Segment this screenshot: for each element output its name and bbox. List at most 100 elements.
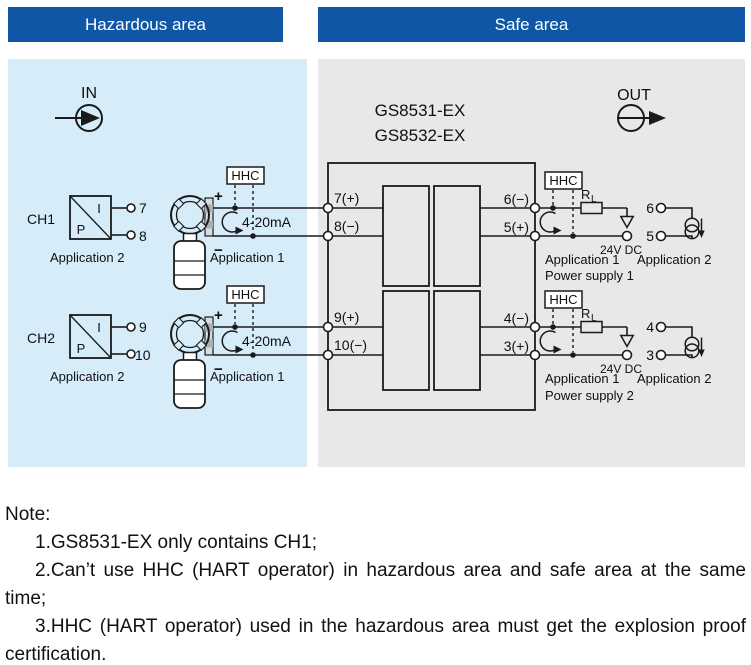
terminal-circle-7 [126, 203, 136, 213]
application1-label: Application 1 [545, 252, 619, 267]
note-title: Note: [5, 504, 51, 525]
junction-dot [232, 205, 238, 211]
terminal-label-in-bottom-ch2: 10(−) [334, 337, 367, 353]
terminal-label-out-bottom-ch1: 5(+) [504, 219, 529, 235]
resistor-label-sub: L [591, 313, 597, 324]
hhc-label: HHC [549, 173, 577, 188]
output-terminal-circle-3 [655, 349, 667, 361]
hazardous-area-panel [8, 59, 307, 467]
hhc-box: HHC [544, 171, 583, 190]
supply-voltage-label: 24V DC [600, 243, 642, 257]
note-item-2: 2.Can’t use HHC (HART operator) in hazar… [5, 560, 746, 609]
ch1-pi-terminal-wires [111, 207, 127, 236]
hhc-box: HHC [226, 166, 265, 185]
supply-terminal-circle [621, 230, 633, 242]
junction-dot [570, 352, 576, 358]
safe-area-label: Safe area [494, 14, 569, 34]
junction-dot [550, 205, 556, 211]
ch1-loop-wires [213, 207, 328, 237]
ch1-hazardous-circuit: CH1 I P 7 8 Application 2 [27, 166, 328, 290]
current-source-icon [684, 336, 705, 359]
hazardous-area-header: Hazardous area [8, 7, 283, 42]
terminal-circle-9plus [322, 321, 334, 333]
terminal-circle-7plus [322, 202, 334, 214]
loop-current-arrow-icon [221, 330, 244, 354]
output-terminal-circle-5 [655, 230, 667, 242]
ch1-safe-circuit: HHC R L 24V DC 6 5 [539, 171, 711, 283]
loop-range-label: 4-20mA [242, 214, 292, 230]
junction-dot [570, 233, 576, 239]
safe-area-panel [318, 59, 745, 467]
load-resistor-icon: R L [580, 187, 603, 215]
note-section: Note: 1.GS8531-EX only contains CH1; 2.C… [5, 501, 746, 665]
junction-dot [232, 324, 238, 330]
terminal-label-out-top-ch2: 4(−) [504, 310, 529, 326]
application1-label: Application 1 [210, 369, 284, 384]
note-item-3: 3.HHC (HART operator) used in the hazard… [5, 616, 746, 665]
terminal-label-in-bottom-ch1: 8(−) [334, 218, 359, 234]
terminal-circle-8 [126, 230, 136, 240]
receiver-wires [665, 207, 693, 239]
resistor-label: R [581, 306, 590, 321]
output-terminal-3-label: 3 [646, 347, 654, 363]
pi-i-label: I [97, 320, 101, 335]
terminal-label-in-top-ch1: 7(+) [334, 190, 359, 206]
ch2-loop-wires [213, 326, 328, 356]
load-resistor-icon: R L [580, 306, 603, 334]
terminal-9-label: 9 [139, 319, 147, 335]
plus-label: + [214, 307, 223, 324]
output-terminal-5-label: 5 [646, 228, 654, 244]
junction-dot [250, 352, 256, 358]
resistor-label-sub: L [591, 194, 597, 205]
ch1-label: CH1 [27, 211, 55, 227]
supply-terminal-circle [621, 349, 633, 361]
application2-label: Application 2 [637, 252, 711, 267]
hazardous-area-label: Hazardous area [85, 14, 206, 34]
junction-dot [250, 233, 256, 239]
out-flow-icon [617, 104, 666, 132]
in-label: IN [81, 85, 97, 102]
ch2-hazardous-circuit: CH2 I P 9 10 Application 2 [27, 285, 328, 409]
terminal-circle-5plus [529, 230, 541, 242]
terminal-8-label: 8 [139, 228, 147, 244]
isolator-housing [327, 162, 536, 411]
hhc-label: HHC [549, 292, 577, 307]
terminal-10-label: 10 [135, 347, 151, 363]
ground-arrow-icon [619, 334, 635, 349]
terminal-circle-3plus [529, 349, 541, 361]
pi-p-label: P [77, 222, 86, 237]
power-supply-1-label: Power supply 1 [545, 268, 634, 283]
application2-label: Application 2 [50, 250, 124, 265]
isolator-device: GS8531-EX GS8532-EX [322, 101, 541, 411]
isolator-internal-wires [328, 207, 535, 356]
output-terminal-circle-4 [655, 321, 667, 333]
terminal-7-label: 7 [139, 200, 147, 216]
power-supply-2-label: Power supply 2 [545, 388, 634, 403]
note-item-1: 1.GS8531-EX only contains CH1; [35, 532, 317, 553]
hhc-box: HHC [226, 285, 265, 304]
plus-label: + [214, 188, 223, 205]
output-terminal-circle-6 [655, 202, 667, 214]
terminal-circle-8minus [322, 230, 334, 242]
terminal-label-out-top-ch1: 6(−) [504, 191, 529, 207]
loop-current-arrow-icon [539, 211, 562, 235]
supply-voltage-label: 24V DC [600, 362, 642, 376]
loop-range-label: 4-20mA [242, 333, 292, 349]
transmitter-icon [170, 195, 214, 290]
terminal-label-in-top-ch2: 9(+) [334, 309, 359, 325]
safe-area-header: Safe area [318, 7, 745, 42]
loop-current-arrow-icon [221, 211, 244, 235]
pi-i-label: I [97, 201, 101, 216]
hhc-label: HHC [231, 287, 259, 302]
loop-current-arrow-icon [539, 330, 562, 354]
ch2-pi-terminal-wires [111, 326, 127, 355]
ground-arrow-icon [619, 215, 635, 230]
terminal-circle-6minus [529, 202, 541, 214]
output-terminal-6-label: 6 [646, 200, 654, 216]
in-flow-icon [55, 104, 103, 132]
out-label: OUT [617, 87, 651, 104]
circuit-diagram: IN OUT CH1 I P [8, 59, 745, 467]
device-model-1: GS8531-EX [375, 101, 466, 120]
ch2-label: CH2 [27, 330, 55, 346]
